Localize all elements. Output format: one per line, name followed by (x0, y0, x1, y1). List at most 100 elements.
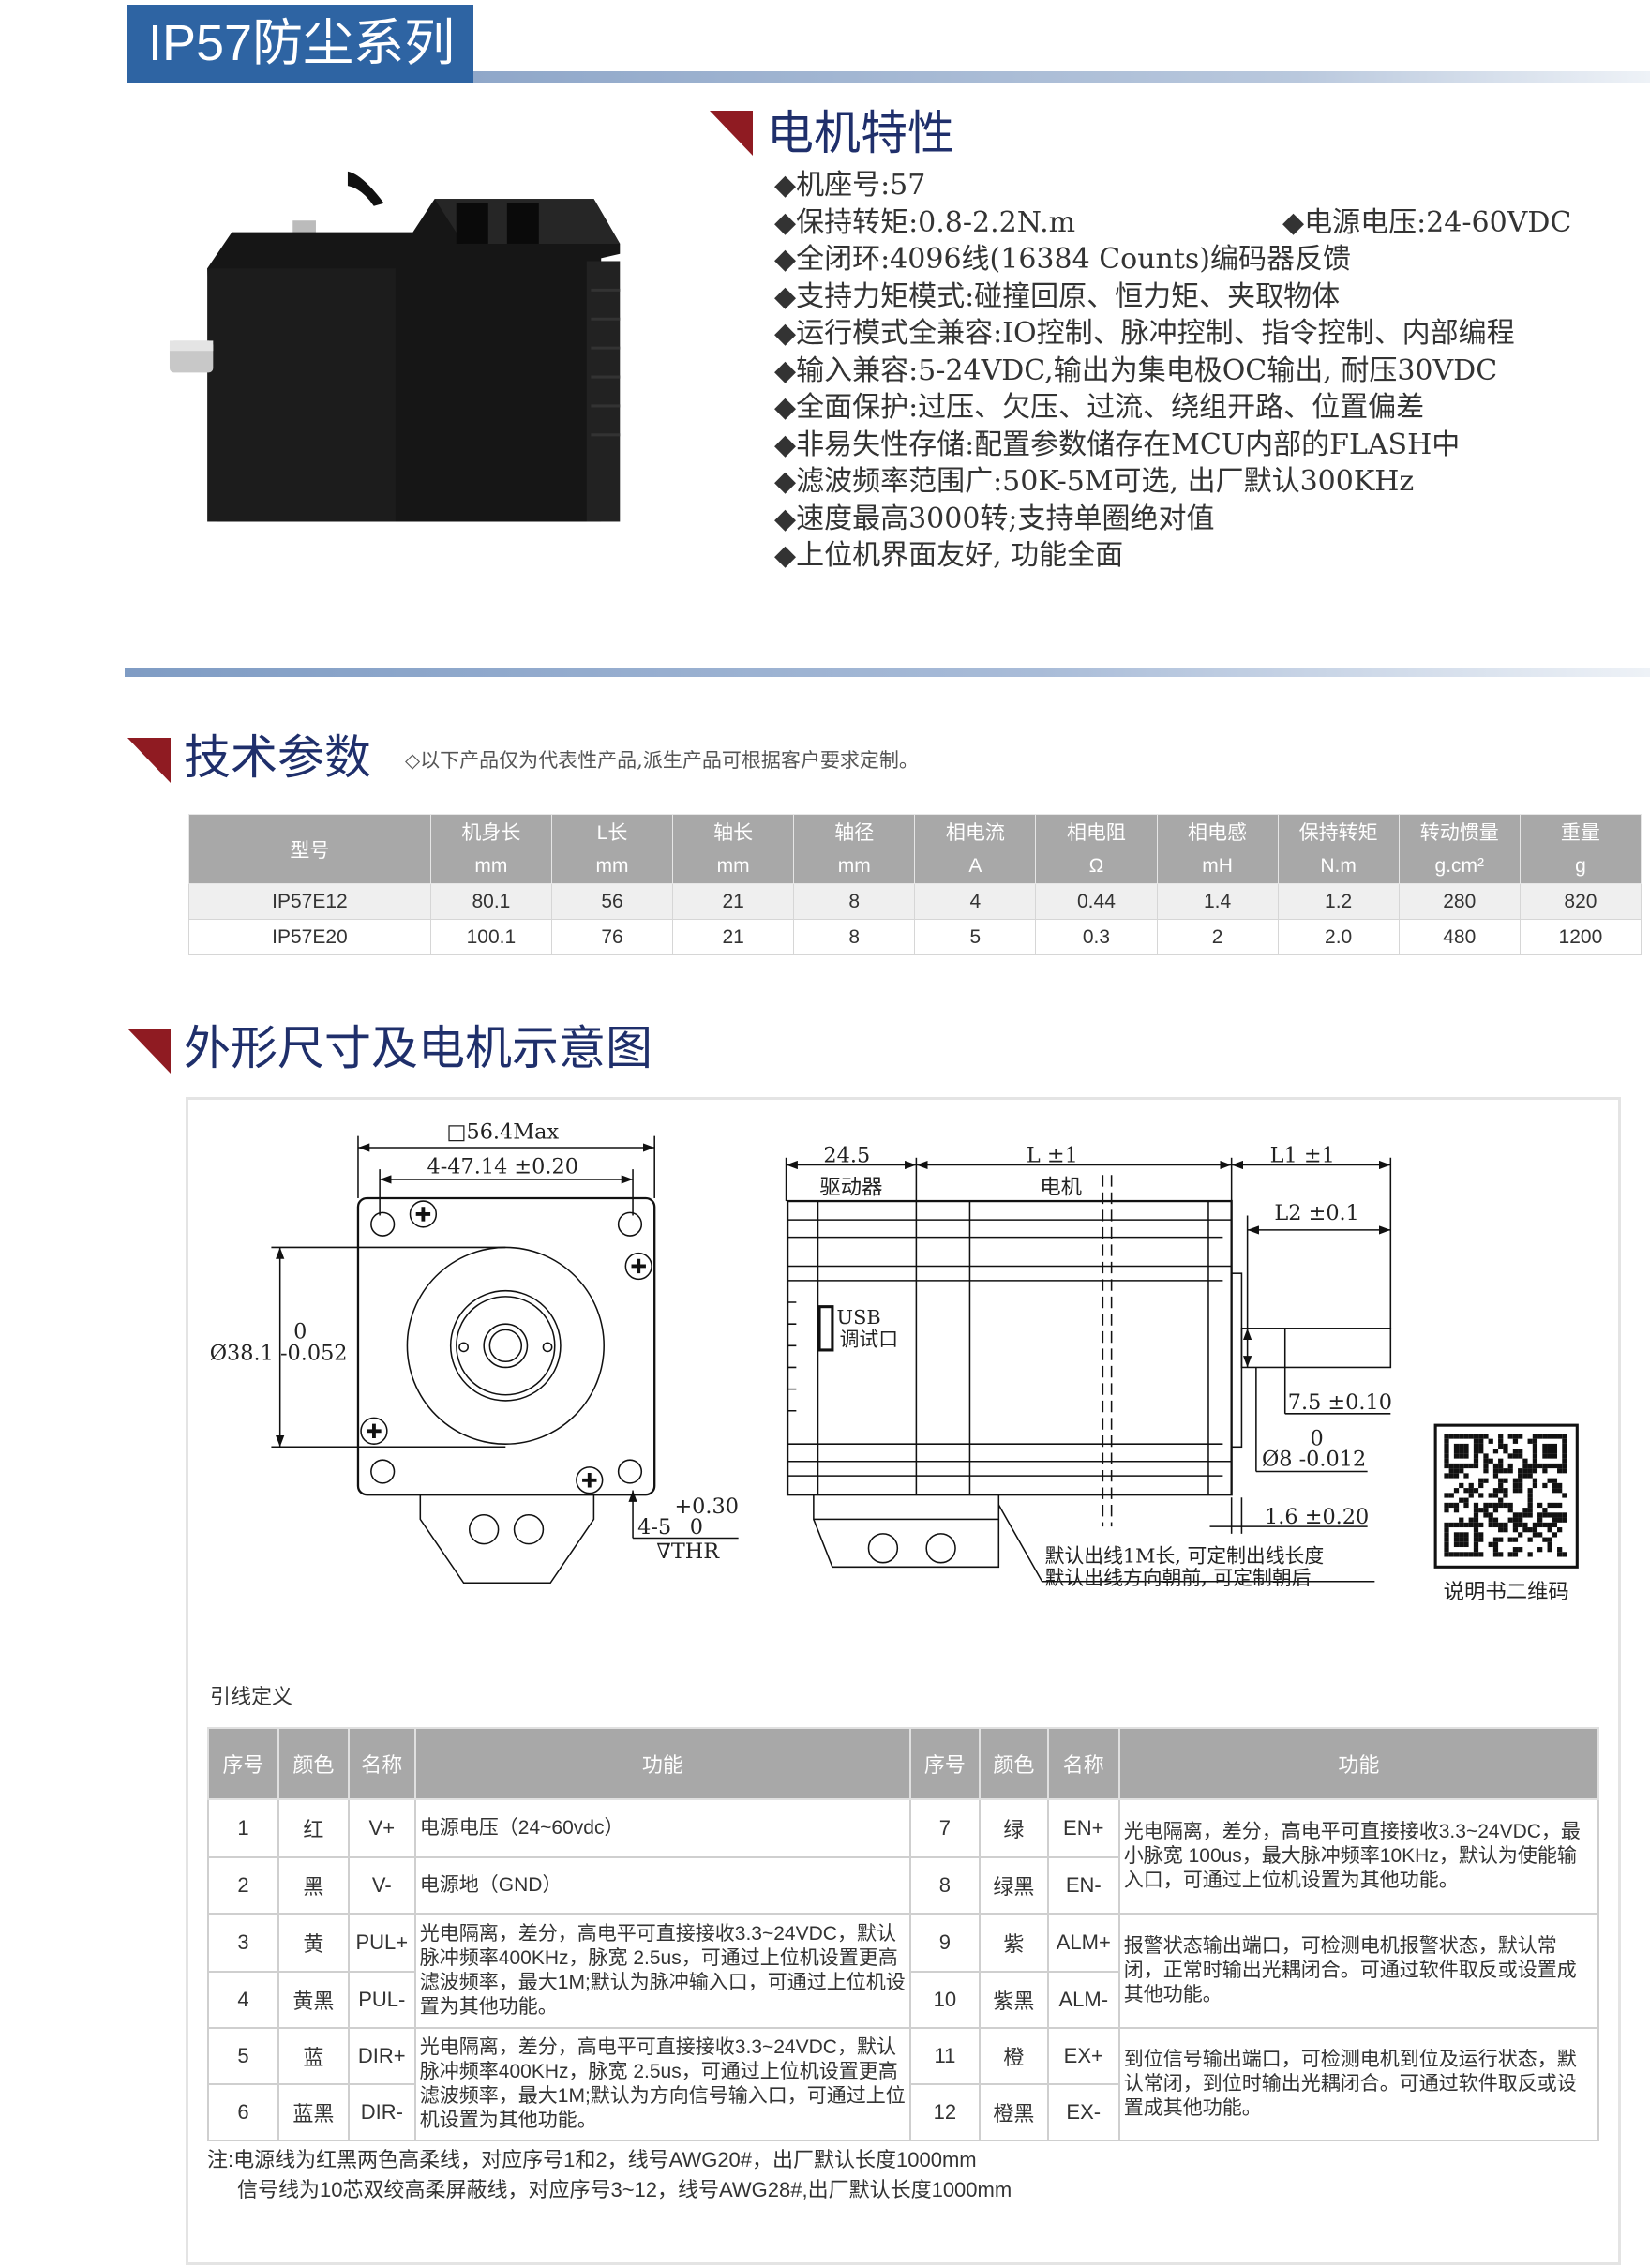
pinout-label: 引线定义 (210, 1685, 293, 1708)
value-cell: 1.2 (1277, 883, 1400, 920)
pin-no: 11 (908, 2027, 981, 2085)
pin-function: 报警状态输出端口，可检测电机报警状态，默认常闭，正常时输出光耦闭合。可通过软件取… (1118, 1913, 1600, 2029)
drawing-title: 外形尺寸及电机示意图 (184, 1022, 652, 1074)
spec-header: 相电感 (1156, 814, 1279, 849)
value-cell: 56 (550, 883, 674, 920)
value-cell: 2 (1156, 919, 1279, 955)
pin-function: 光电隔离，差分，高电平可直接接收3.3~24VDC，默认脉冲频率400KHz，脉… (413, 1913, 911, 2029)
feature-item: ◆滤波频率范围广:50K-5M可选, 出厂默认300KHz (774, 465, 1415, 498)
section-marker-icon (128, 1029, 171, 1074)
dim-tol-lower: 0 (690, 1515, 703, 1540)
pin-function: 光电隔离，差分，高电平可直接接收3.3~24VDC，最小脉宽 100us，最大脉… (1118, 1798, 1600, 1915)
value-cell: 280 (1398, 883, 1521, 920)
pin-name: DIR+ (347, 2027, 416, 2085)
spec-unit: Ω (1035, 849, 1158, 884)
spec-header: L长 (550, 814, 674, 849)
value-cell: 100.1 (429, 919, 552, 955)
feature-item: ◆全闭环:4096线(16384 Counts)编码器反馈 (774, 243, 1352, 276)
pin-color: 蓝 (277, 2027, 350, 2085)
pin-color: 红 (277, 1798, 350, 1858)
specs-title: 技术参数 (184, 731, 371, 784)
header-func: 功能 (413, 1727, 911, 1800)
pin-color: 橙 (978, 2027, 1049, 2085)
drawing-panel (186, 1097, 1621, 2265)
dim-hole: 4-5 (638, 1515, 671, 1540)
pin-no: 5 (207, 2027, 279, 2085)
dim-shaft-upper: 0 (1311, 1427, 1324, 1451)
pin-color: 绿黑 (978, 1856, 1049, 1915)
header-name: 名称 (1046, 1727, 1120, 1800)
value-cell: 76 (550, 919, 674, 955)
model-cell: IP57E12 (188, 883, 431, 920)
pin-color: 紫黑 (978, 1971, 1049, 2029)
spec-header: 机身长 (429, 814, 552, 849)
spec-header: 轴长 (672, 814, 795, 849)
value-cell: 480 (1398, 919, 1521, 955)
spec-unit: N.m (1277, 849, 1400, 884)
label-motor: 电机 (1040, 1175, 1082, 1199)
wiring-note: 注:电源线为红黑两色高柔线，对应序号1和2，线号AWG20#，出厂默认长度100… (207, 2148, 977, 2171)
spec-header: 转动惯量 (1398, 814, 1521, 849)
value-cell: 1200 (1519, 919, 1642, 955)
feature-item: ◆上位机界面友好, 功能全面 (774, 539, 1124, 572)
dim-pilot-upper: 0 (293, 1320, 307, 1344)
pin-no: 12 (908, 2083, 981, 2141)
dim-motor-length: L ±1 (1027, 1143, 1078, 1167)
pin-no: 10 (908, 1971, 981, 2029)
label-driver: 驱动器 (819, 1175, 882, 1199)
pin-no: 4 (207, 1971, 279, 2029)
dim-square: □56.4Max (446, 1120, 559, 1145)
dim-pilot: Ø38.1 -0.052 (210, 1342, 348, 1366)
spec-unit: mm (672, 849, 795, 884)
value-cell: 8 (793, 883, 916, 920)
pin-color: 黄 (277, 1913, 350, 1973)
specs-note: ◇以下产品仅为代表性产品,派生产品可根据客户要求定制。 (405, 749, 919, 772)
spec-unit: g.cm² (1398, 849, 1521, 884)
spec-unit: mH (1156, 849, 1279, 884)
dim-shaft-length: L1 ±1 (1270, 1143, 1335, 1167)
pin-no: 1 (207, 1798, 279, 1858)
pin-name: EN- (1046, 1856, 1120, 1915)
spec-header: 重量 (1519, 814, 1642, 849)
pin-no: 6 (207, 2083, 279, 2141)
value-cell: 8 (793, 919, 916, 955)
cable-note: 默认出线1M长, 可定制出线长度 (1045, 1545, 1325, 1568)
header-name: 名称 (347, 1727, 416, 1800)
value-cell: 1.4 (1156, 883, 1279, 920)
pin-name: ALM- (1046, 1971, 1120, 2029)
value-cell: 21 (672, 883, 795, 920)
header-color: 颜色 (978, 1727, 1049, 1800)
section-divider (125, 668, 1650, 677)
pin-name: V+ (347, 1798, 416, 1858)
header-color: 颜色 (277, 1727, 350, 1800)
spec-unit: A (914, 849, 1037, 884)
label-debug-port: 调试口 (840, 1328, 898, 1350)
value-cell: 0.3 (1035, 919, 1158, 955)
pin-no: 9 (908, 1913, 981, 1973)
feature-item: ◆机座号:57 (774, 169, 926, 202)
pin-color: 黑 (277, 1856, 350, 1915)
qr-label: 说明书二维码 (1444, 1580, 1569, 1603)
features-title: 电机特性 (767, 107, 954, 159)
value-cell: 5 (914, 919, 1037, 955)
feature-list: ◆机座号:57 ◆保持转矩:0.8-2.2N.m◆电源电压:24-60VDC ◆… (774, 167, 1571, 575)
value-cell: 80.1 (429, 883, 552, 920)
dim-l2: L2 ±0.1 (1274, 1201, 1358, 1225)
pin-function: 光电隔离，差分，高电平可直接接收3.3~24VDC，默认脉冲频率400KHz，脉… (413, 2027, 911, 2141)
feature-item: ◆全面保护:过压、欠压、过流、绕组开路、位置偏差 (774, 391, 1425, 424)
dim-thr: ∇THR (656, 1540, 720, 1564)
pin-color: 黄黑 (277, 1971, 350, 2029)
feature-item: ◆输入兼容:5-24VDC,输出为集电极OC输出, 耐压30VDC (774, 353, 1498, 387)
pin-color: 橙黑 (978, 2083, 1049, 2141)
dim-shaft: Ø8 -0.012 (1262, 1447, 1366, 1471)
value-cell: 2.0 (1277, 919, 1400, 955)
